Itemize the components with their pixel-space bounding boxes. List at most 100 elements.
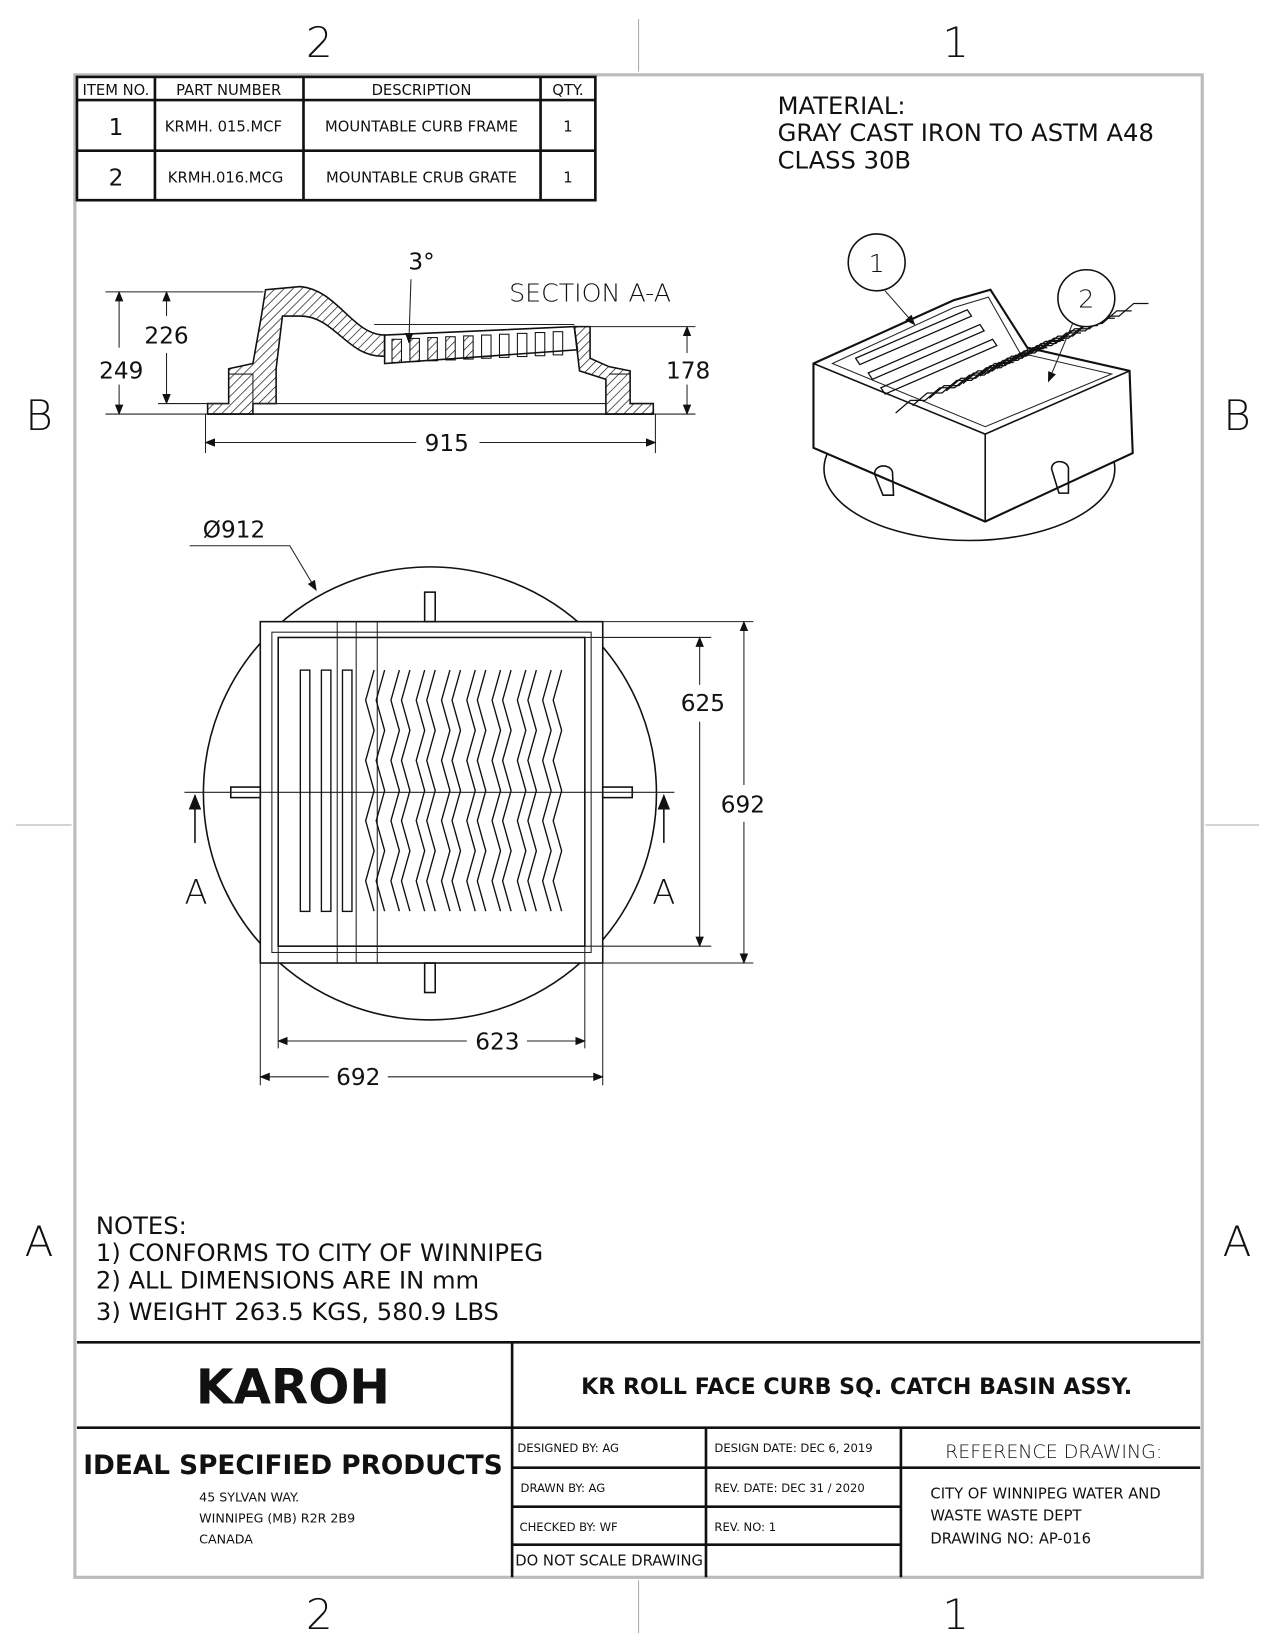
do-not-scale: DO NOT SCALE DRAWING bbox=[515, 1553, 703, 1570]
bom-qty: 1 bbox=[563, 169, 572, 186]
bom-header: PART NUMBER bbox=[176, 82, 281, 99]
chevron-slot bbox=[375, 669, 386, 912]
zone-label: 1 bbox=[942, 18, 969, 67]
balloon-1 bbox=[847, 233, 906, 292]
chevron-slot bbox=[426, 669, 436, 912]
chevron-slot bbox=[541, 669, 552, 912]
title-block: KAROH KR ROLL FACE CURB SQ. CATCH BASIN … bbox=[76, 1341, 1201, 1578]
iso-slot bbox=[867, 323, 986, 381]
balloon-2 bbox=[1057, 268, 1116, 328]
dim-226: 226 bbox=[144, 322, 188, 349]
base-circle bbox=[202, 566, 658, 1021]
zone-label: B bbox=[25, 391, 53, 440]
company-address: 45 SYLVAN WAY. WINNIPEG (MB) R2R 2B9 CAN… bbox=[199, 1489, 355, 1546]
dim-623: 623 bbox=[475, 1028, 519, 1055]
chevron-slot bbox=[440, 669, 451, 912]
zone-label: 2 bbox=[306, 1590, 333, 1639]
iso-chevron-slot bbox=[928, 347, 1048, 399]
grate-bar-section bbox=[427, 337, 438, 362]
chevron-slot bbox=[476, 669, 487, 912]
bom-desc: MOUNTABLE CURB FRAME bbox=[325, 119, 518, 136]
chevron-slot bbox=[516, 669, 527, 912]
material-note: MATERIAL: GRAY CAST IRON TO ASTM A48 CLA… bbox=[778, 92, 1154, 175]
grate-bar-section bbox=[516, 332, 528, 358]
dim-625: 625 bbox=[681, 690, 725, 717]
svg-text:NOTES:: NOTES: bbox=[96, 1212, 187, 1240]
dim-178: 178 bbox=[666, 357, 710, 384]
drawn-by: DRAWN BY: AG bbox=[521, 1481, 606, 1495]
bom-header: QTY. bbox=[552, 82, 583, 99]
grate-bar-section bbox=[391, 338, 403, 363]
bom-item: 2 bbox=[109, 164, 124, 191]
bom-header: DESCRIPTION bbox=[372, 82, 472, 99]
section-view: SECTION A-A 3° 249 226 178 915 bbox=[99, 249, 710, 457]
iso-chevron-slot bbox=[912, 354, 1031, 407]
dim-915: 915 bbox=[425, 430, 469, 457]
iso-chevron-slot bbox=[962, 332, 1082, 385]
bom-item: 1 bbox=[109, 114, 124, 141]
chevron-slot bbox=[451, 669, 462, 912]
grate-bar-section bbox=[498, 333, 510, 358]
iso-chevron-slot bbox=[945, 339, 1065, 392]
company-name: IDEAL SPECIFIED PRODUCTS bbox=[83, 1451, 503, 1481]
notes: NOTES: 1) CONFORMS TO CITY OF WINNIPEG 2… bbox=[96, 1212, 543, 1326]
chevron-slot bbox=[400, 669, 411, 912]
brand-logo: KAROH bbox=[196, 1359, 390, 1415]
zone-labels: 2 1 2 1 B B A A bbox=[25, 18, 1252, 1639]
bom-desc: MOUNTABLE CRUB GRATE bbox=[326, 169, 517, 186]
chevron-slot bbox=[501, 669, 512, 912]
svg-text:3) WEIGHT 263.5 KGS, 580.9 LBS: 3) WEIGHT 263.5 KGS, 580.9 LBS bbox=[96, 1298, 499, 1326]
grate-slot bbox=[341, 669, 353, 913]
iso-slot bbox=[879, 338, 998, 395]
zone-label: 2 bbox=[306, 18, 333, 67]
plan-view: Ø912 A A 625 692 623 692 bbox=[184, 516, 765, 1091]
bom-qty: 1 bbox=[563, 119, 572, 136]
frame-section-right bbox=[573, 325, 655, 415]
iso-chevron-slot bbox=[1013, 310, 1132, 362]
bom-part: KRMH.016.MCG bbox=[168, 169, 283, 186]
iso-chevron-slot bbox=[1030, 302, 1149, 355]
bom-row: 1 KRMH. 015.MCF MOUNTABLE CURB FRAME 1 bbox=[109, 114, 573, 141]
rev-no: REV. NO: 1 bbox=[714, 1520, 776, 1534]
diameter-label: Ø912 bbox=[203, 516, 265, 543]
iso-slot bbox=[854, 308, 973, 366]
zone-label: B bbox=[1223, 391, 1251, 440]
chevron-slot bbox=[415, 669, 426, 912]
zone-label: A bbox=[1223, 1217, 1252, 1266]
checked-by: CHECKED BY: WF bbox=[519, 1520, 617, 1534]
bom-header: ITEM NO. bbox=[83, 82, 150, 99]
zone-ticks bbox=[15, 18, 1260, 1634]
svg-text:45 SYLVAN WAY.: 45 SYLVAN WAY. bbox=[199, 1489, 299, 1504]
angle-label: 3° bbox=[408, 249, 434, 276]
grate-bar-section bbox=[445, 336, 456, 361]
svg-text:DRAWING NO: AP-016: DRAWING NO: AP-016 bbox=[930, 1531, 1091, 1548]
svg-text:1) CONFORMS TO CITY OF WINNIPE: 1) CONFORMS TO CITY OF WINNIPEG bbox=[96, 1239, 543, 1267]
svg-text:GRAY CAST IRON TO ASTM A48: GRAY CAST IRON TO ASTM A48 bbox=[778, 119, 1154, 147]
reference-title: REFERENCE DRAWING: bbox=[945, 1441, 1162, 1463]
rev-date: REV. DATE: DEC 31 / 2020 bbox=[714, 1481, 864, 1495]
bom-part: KRMH. 015.MCF bbox=[165, 119, 282, 136]
iso-chevron-slot bbox=[979, 324, 1098, 377]
dim-692-horizontal: 692 bbox=[336, 1064, 380, 1091]
grate-section bbox=[383, 325, 579, 365]
designed-by: DESIGNED BY: AG bbox=[517, 1441, 619, 1455]
grate-bar-section bbox=[409, 337, 420, 363]
bom-table: ITEM NO. PART NUMBER DESCRIPTION QTY. 1 … bbox=[75, 75, 597, 202]
grate-slot bbox=[320, 669, 332, 913]
dim-249: 249 bbox=[99, 357, 143, 384]
chevron-slot bbox=[552, 669, 563, 912]
bom-row: 2 KRMH.016.MCG MOUNTABLE CRUB GRATE 1 bbox=[109, 164, 573, 191]
iso-chevron-slot bbox=[895, 361, 1014, 414]
chevron-slot bbox=[466, 669, 476, 912]
svg-text:2: 2 bbox=[1078, 285, 1094, 314]
chevron-slot bbox=[364, 669, 375, 912]
svg-text:CLASS 30B: CLASS 30B bbox=[778, 147, 911, 175]
zone-label: 1 bbox=[942, 1590, 969, 1639]
design-date: DESIGN DATE: DEC 6, 2019 bbox=[714, 1441, 872, 1455]
isometric-view: 1 2 bbox=[812, 233, 1149, 542]
reference-text: CITY OF WINNIPEG WATER AND WASTE WASTE D… bbox=[930, 1485, 1160, 1547]
frame-section-left bbox=[206, 285, 386, 415]
chevron-slot bbox=[390, 669, 401, 912]
drawing-title: KR ROLL FACE CURB SQ. CATCH BASIN ASSY. bbox=[581, 1374, 1132, 1400]
